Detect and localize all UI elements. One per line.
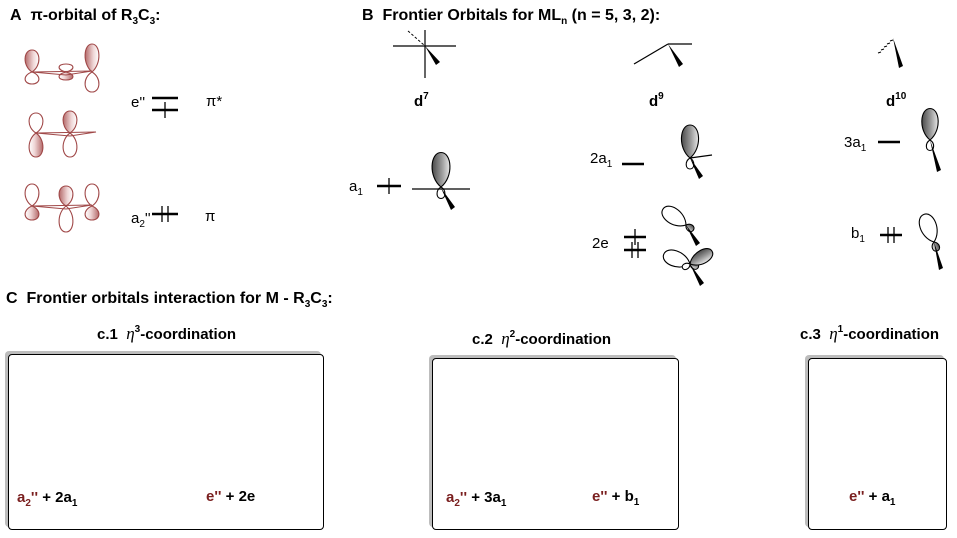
panel-c2-box: [432, 358, 679, 530]
b-d10-hash-3: [883, 45, 888, 48]
b-d9-2e-wedge1: [686, 225, 700, 246]
a-a2pp-p2-down: [84, 205, 100, 221]
config-d7: d7: [414, 91, 429, 110]
b-d10-b1-wedge: [934, 242, 943, 270]
section-b-heading: B Frontier Orbitals for MLn (n = 5, 3, 2…: [362, 7, 661, 27]
b-d7-hash-1: [421, 42, 424, 45]
b-d9-2e-orb1-small: [685, 223, 695, 233]
b-d9-2a1-orb-big: [680, 124, 700, 159]
panel-c1-heading: c.1 η3-coordination: [97, 324, 237, 343]
panel-c3-heading: c.3 η1-coordination: [800, 324, 940, 343]
b-d10-wedge: [893, 38, 903, 68]
label-d10-3a1: 3a1: [844, 134, 867, 154]
a-a2pp-p0-up: [24, 183, 40, 207]
b-d7-hash-2: [417, 39, 421, 42]
b-d7-hash-5: [407, 30, 411, 33]
b-d10-hash-1: [889, 39, 894, 42]
b-d9-2a1-leg: [689, 154, 713, 159]
section-c-letter: C: [6, 290, 18, 307]
b-d7-hash-3: [414, 36, 418, 39]
a-epp-1-p0-up: [24, 49, 40, 73]
b-d7-a1-wedge: [441, 188, 455, 210]
b-d9-wedge: [668, 44, 683, 67]
b-d10-b1-orb-small: [931, 241, 941, 252]
b-d7-a1-orb-big: [431, 151, 451, 188]
section-a-heading: A π-orbital of R3C3:: [10, 7, 161, 27]
section-c-heading: C Frontier orbitals interaction for M - …: [6, 290, 333, 310]
label-d7-a1: a1: [349, 178, 363, 198]
b-d10-3a1-wedge: [930, 140, 941, 172]
panel-c3-box: [808, 358, 947, 530]
caption-c2-e-b1: e'' + b1: [592, 488, 640, 508]
label-a2-double-prime: a2'': [131, 210, 151, 230]
a-a2pp-p1-up: [58, 185, 74, 207]
b-d7-a1-orb-small: [436, 186, 446, 200]
a-epp-1-p0-down: [24, 71, 40, 85]
a-epp-2-p0-down: [28, 132, 44, 158]
panel-c1-box: [8, 354, 324, 530]
b-d10-hash-4: [880, 48, 885, 51]
b-d9-2e-orb2-big: [662, 249, 691, 268]
a-a2pp-p1-down: [58, 205, 74, 233]
a-epp-1-p1-up: [58, 63, 74, 73]
a-a2pp-p0-down: [24, 205, 40, 221]
a-epp-2-ring: [35, 131, 97, 137]
b-d9-2e-wedge2: [690, 264, 704, 286]
b-d7-wedge: [425, 46, 440, 65]
a-epp-2-p0-up: [28, 112, 44, 134]
b-d9-2a1-wedge: [690, 158, 703, 179]
a-epp-2-p1-up: [62, 110, 78, 134]
b-d10-3a1-orb-big: [921, 107, 939, 141]
a-epp-1-ring: [31, 70, 93, 76]
b-d9-2e-orb2b-small: [681, 262, 691, 271]
label-pi: π: [205, 208, 216, 225]
a-epp-1-p2-up: [84, 43, 100, 73]
label-e-double-prime: e'': [131, 94, 146, 111]
a-epp-2-p1-down: [62, 132, 78, 158]
section-b-letter: B: [362, 7, 374, 24]
a-a2pp-ring: [31, 204, 93, 210]
b-d7-hash-4: [411, 33, 414, 36]
label-d9-2e: 2e: [592, 235, 609, 252]
b-d9-2e-orb2b-big: [689, 248, 714, 266]
config-d10: d10: [886, 91, 907, 110]
panel-c2-heading: c.2 η2-coordination: [472, 329, 612, 348]
a-epp-1-p1-down: [58, 71, 74, 81]
caption-c3-e-a1: e'' + a1: [849, 488, 896, 508]
caption-c1-e-2e: e'' + 2e: [206, 488, 256, 505]
label-pi-star: π*: [206, 93, 223, 110]
a-epp-1-p2-down: [84, 71, 100, 93]
b-d10-hash-5: [877, 51, 882, 54]
caption-c1-a2-2a1: a2'' + 2a1: [17, 489, 78, 509]
b-d9-2e-orb1-big: [661, 205, 687, 227]
b-d10-b1-orb-big: [918, 213, 938, 243]
caption-c2-a2-3a1: a2'' + 3a1: [446, 489, 507, 509]
config-d9: d9: [649, 91, 664, 110]
b-d9-l: [633, 43, 669, 65]
b-d10-hash-2: [886, 42, 891, 45]
label-d10-b1: b1: [851, 225, 865, 245]
label-d9-2a1: 2a1: [590, 150, 613, 170]
a-a2pp-p2-up: [84, 183, 100, 207]
section-a-letter: A: [10, 7, 22, 24]
